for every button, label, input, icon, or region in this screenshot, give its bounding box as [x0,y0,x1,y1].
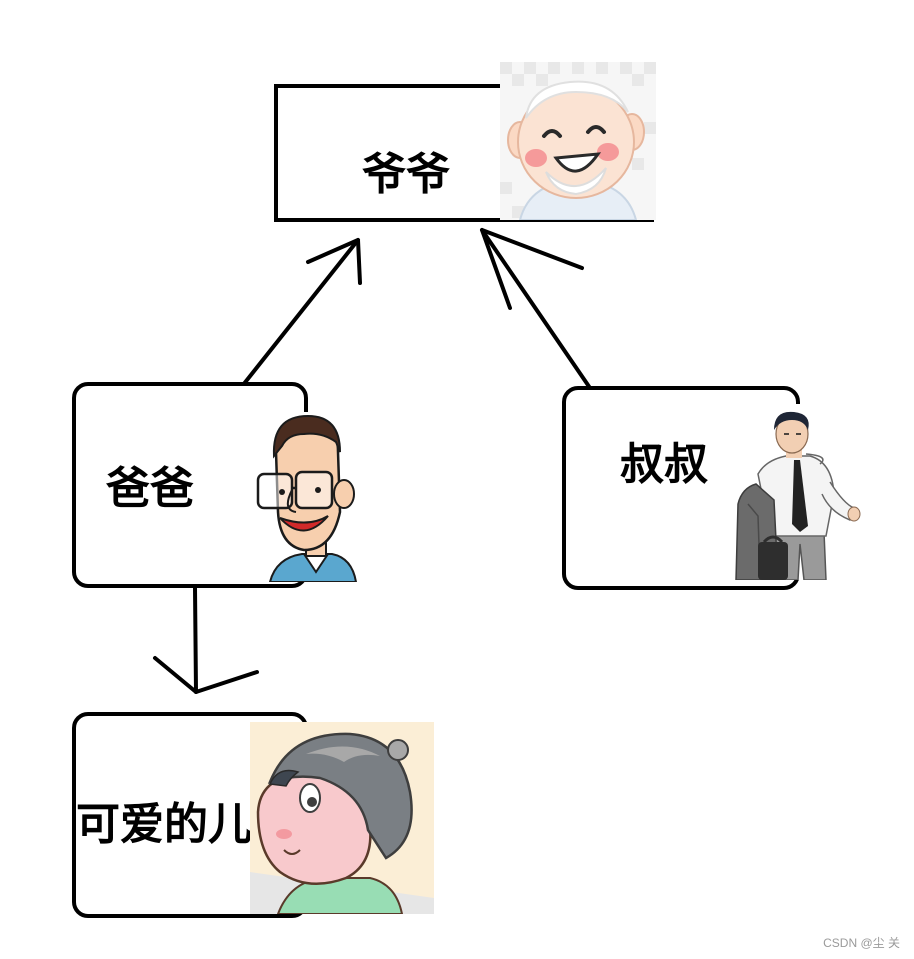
node-son-label: 可爱的儿 [76,799,252,850]
watermark: CSDN @尘 关 [823,936,900,950]
dad-portrait [252,412,372,582]
arrowhead-dad-to-grandpa [306,238,362,285]
node-grandpa-label: 爷爷 [362,149,450,200]
node-dad-label: 爸爸 [106,463,194,514]
node-uncle-label: 叔叔 [620,439,708,490]
son-portrait [250,722,434,914]
grandpa-portrait [500,62,656,220]
edge-dad-to-grandpa [241,238,360,387]
edge-dad-to-son [193,586,198,694]
arrowhead-dad-to-son [153,656,259,694]
arrowhead-uncle-to-grandpa [480,228,584,310]
uncle-portrait [734,404,870,580]
edge-uncle-to-grandpa [480,228,592,390]
